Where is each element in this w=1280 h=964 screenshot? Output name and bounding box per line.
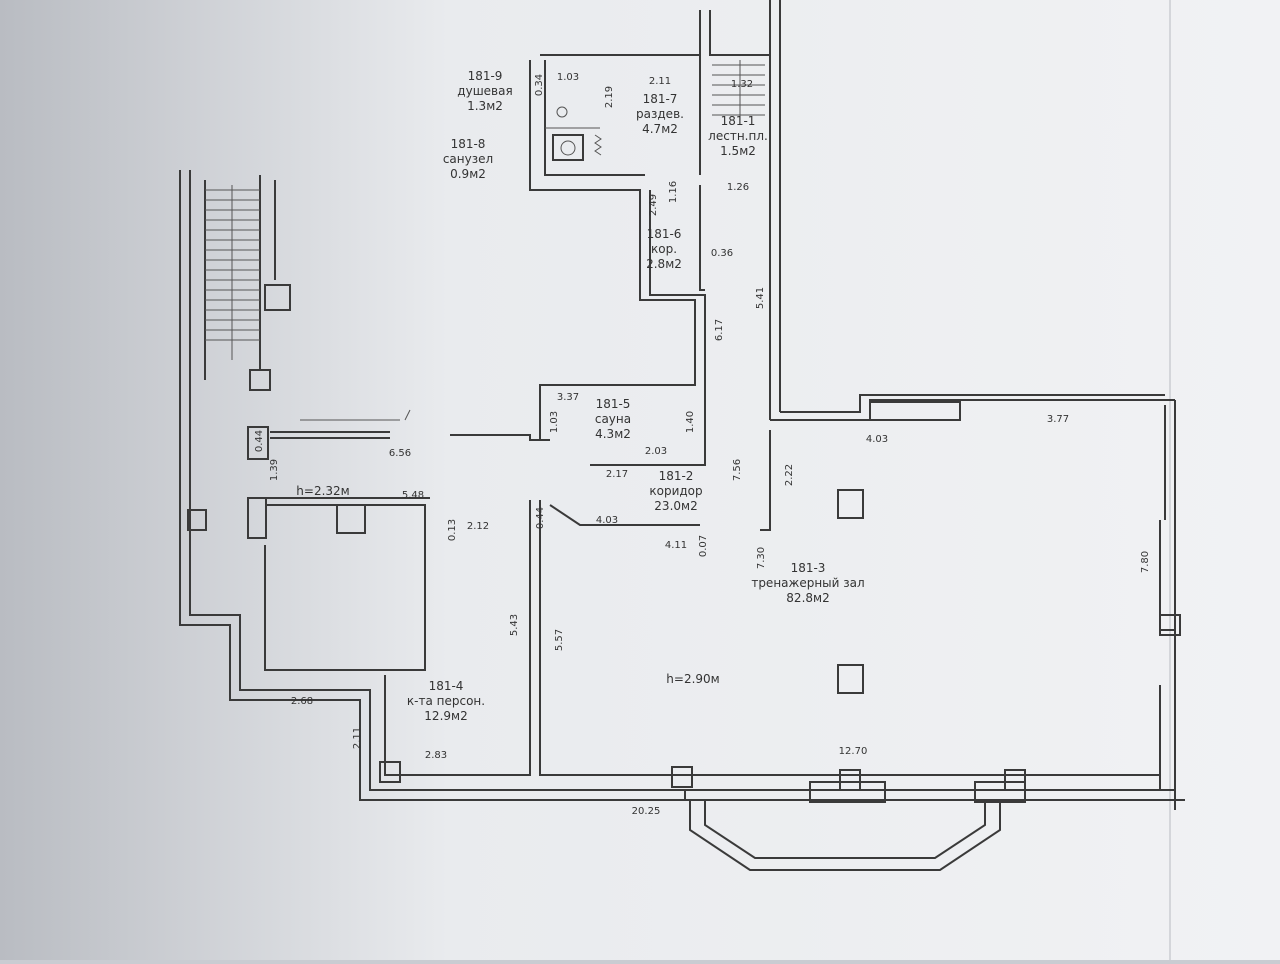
dimension-d8: 2.49 [648,194,659,216]
room-area-r4: 12.9м2 [424,709,467,723]
room-area-r1: 1.5м2 [720,144,756,158]
dimension-label-group: 1.03 0.34 2.11 2.19 1.32 1.16 1.26 2.49 0.36 5.41… [254,72,1151,817]
room-name-r7: раздев. [636,107,684,121]
dimension-d32: 7.80 [1140,551,1151,573]
dimension-d39: 20.25 [632,806,661,817]
room-code-r4: 181-4 [429,679,464,693]
dimension-d22: 6.56 [389,448,411,459]
room-code-r7: 181-7 [643,92,678,106]
dimension-d24: 5.48 [402,490,424,501]
dimension-d34: 5.57 [554,629,565,651]
fixtures [300,106,602,421]
dimension-d5: 1.32 [731,79,753,90]
dimension-d6: 1.16 [668,181,679,203]
dimension-d33: 5.43 [509,614,520,636]
dimension-d28: 4.03 [596,515,618,526]
room-code-r3: 181-3 [791,561,826,575]
dimension-d18: 2.22 [784,464,795,486]
dimension-d20: 3.77 [1047,414,1069,425]
dimension-d4: 2.19 [604,86,615,108]
room-name-r8: санузел [443,152,493,166]
room-area-r2: 23.0м2 [654,499,697,513]
room-area-r5: 4.3м2 [595,427,631,441]
dimension-d27: 0.44 [535,507,546,529]
room-code-r1: 181-1 [721,114,756,128]
columns [187,284,1181,803]
room-name-r4: к-та персон. [407,694,485,708]
dimension-d12: 3.37 [557,392,579,403]
dimension-d21: 0.44 [254,430,265,452]
dimension-d36: 2.11 [352,727,363,749]
room-name-r3: тренажерный зал [751,576,864,590]
dimension-d9: 0.36 [711,248,733,259]
dimension-d26: 2.12 [467,521,489,532]
height-label-2: h=2.90м [666,672,719,686]
room-code-r5: 181-5 [596,397,631,411]
dimension-d7: 1.26 [727,182,749,193]
dimension-d1: 1.03 [557,72,579,83]
room-area-r7: 4.7м2 [642,122,678,136]
dimension-d15: 2.03 [645,446,667,457]
stair-left [205,185,260,360]
dimension-d25: 0.13 [447,519,458,541]
dimension-d16: 2.17 [606,469,628,480]
room-name-r9: душевая [457,84,512,98]
room-area-r3: 82.8м2 [786,591,829,605]
room-code-r8: 181-8 [451,137,486,151]
room-name-r5: сауна [595,412,631,426]
room-code-r6: 181-6 [647,227,682,241]
interior-walls [204,54,1160,871]
room-name-r1: лестн.пл. [708,129,768,143]
dimension-d29: 4.11 [665,540,687,551]
dimension-d14: 1.40 [685,411,696,433]
height-label-1: h=2.32м [296,484,349,498]
dimension-d2: 0.34 [534,74,545,96]
room-area-r8: 0.9м2 [450,167,486,181]
dimension-d23: 1.39 [269,459,280,481]
room-code-r2: 181-2 [659,469,694,483]
room-area-r6: 2.8м2 [646,257,682,271]
dimension-d30: 0.07 [698,535,709,557]
dimension-d17: 7.56 [732,459,743,481]
dimension-d13: 1.03 [549,411,560,433]
stair-right [712,60,765,120]
room-name-r6: кор. [651,242,677,256]
dimension-d38: 12.70 [839,746,868,757]
dimension-d10: 5.41 [755,287,766,309]
dimension-d19: 4.03 [866,434,888,445]
dimension-d11: 6.17 [714,319,725,341]
dimension-d31: 7.30 [756,547,767,569]
dimension-d37: 2.83 [425,750,447,761]
dimension-d35: 2.68 [291,696,313,707]
dimension-d3: 2.11 [649,76,671,87]
room-code-r9: 181-9 [468,69,503,83]
room-area-r9: 1.3м2 [467,99,503,113]
room-name-r2: коридор [649,484,702,498]
